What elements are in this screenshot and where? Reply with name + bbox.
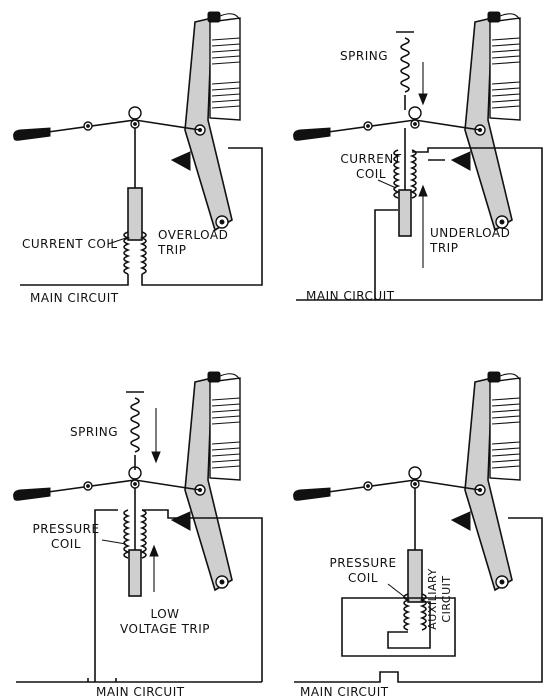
auxiliary-circuit-label: AUXILIARY CIRCUIT — [426, 568, 453, 629]
low-voltage-trip-label: LOW VOLTAGE TRIP — [120, 607, 210, 636]
panel-low-voltage: SPRING PRESSURE COIL LOW VOLTAGE TRIP MA… — [12, 371, 263, 699]
spring-label: SPRING — [340, 49, 388, 63]
main-circuit-label: MAIN CIRCUIT — [300, 685, 389, 699]
underload-trip-label: UNDERLOAD TRIP — [430, 226, 510, 255]
current-coil-label: CURRENT COIL — [340, 152, 401, 181]
main-circuit-label: MAIN CIRCUIT — [96, 685, 185, 699]
main-circuit-label: MAIN CIRCUIT — [30, 291, 119, 305]
current-coil-label: CURRENT COIL — [22, 237, 118, 251]
panel-overload: MAIN CIRCUIT CURRENT COIL OVERLOAD TRIP — [12, 11, 263, 305]
spring-label: SPRING — [70, 425, 118, 439]
overload-trip-label: OVERLOAD TRIP — [158, 228, 228, 257]
pressure-coil-label: PRESSURE COIL — [32, 522, 99, 551]
main-circuit-label: MAIN CIRCUIT — [306, 289, 395, 303]
pressure-coil-label: PRESSURE COIL — [329, 556, 396, 585]
panel-auxiliary: PRESSURE COIL AUXILIARY CIRCUIT MAIN CIR… — [292, 371, 543, 699]
panel-underload: SPRING CURRENT COIL UNDERLOAD TRIP MAIN … — [292, 11, 543, 303]
auxiliary-circuit-label-group: AUXILIARY CIRCUIT — [426, 568, 453, 629]
